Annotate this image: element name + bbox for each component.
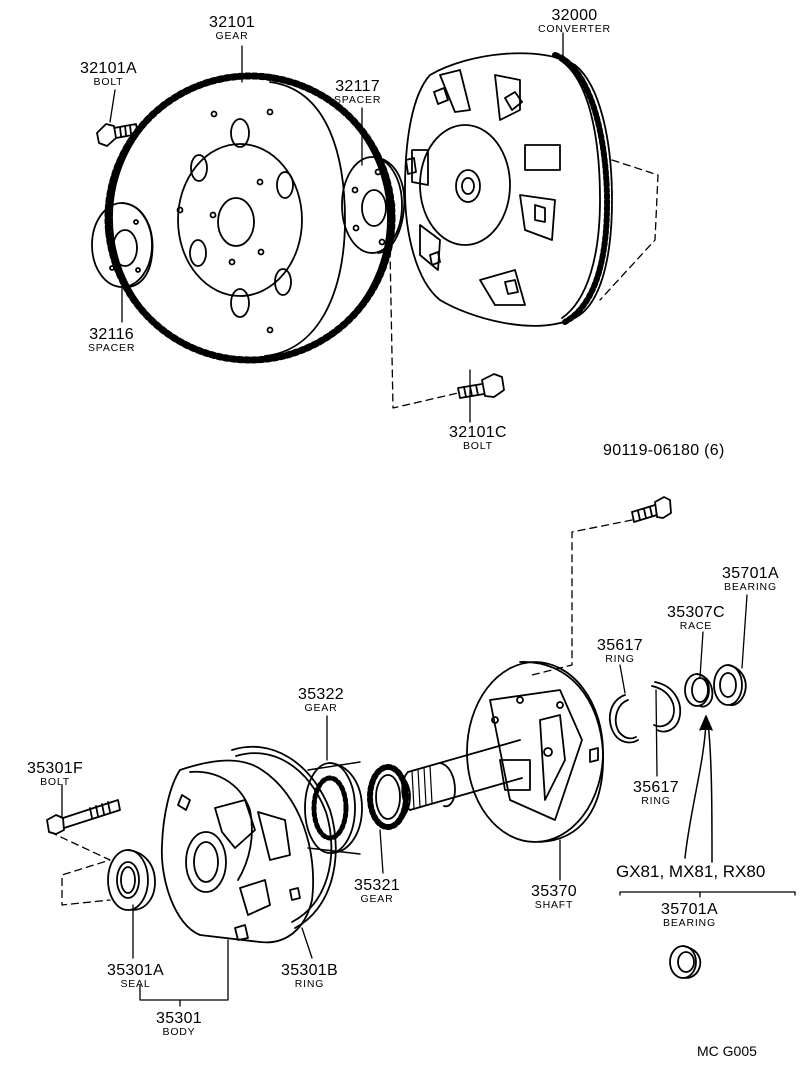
part-number: 35701A bbox=[661, 901, 718, 918]
label-90119-06180: 90119-06180 (6) bbox=[603, 443, 725, 459]
part-name: BODY bbox=[162, 1026, 196, 1038]
part-number: 35301B bbox=[281, 962, 338, 979]
part-number: 32000 bbox=[551, 7, 598, 24]
part-name: RING bbox=[641, 795, 671, 807]
part-name: SEAL bbox=[120, 978, 151, 990]
bolt-35301F bbox=[46, 799, 121, 835]
part-number: 35370 bbox=[531, 883, 577, 900]
dashed-leaders bbox=[49, 159, 659, 906]
part-number: 90119-06180 (6) bbox=[603, 442, 725, 459]
part-name: BOLT bbox=[40, 776, 70, 788]
stator-shaft-35370 bbox=[401, 661, 604, 843]
part-name: GEAR bbox=[304, 702, 338, 714]
part-name: BEARING bbox=[724, 581, 777, 593]
o-ring-35301B bbox=[231, 745, 337, 929]
leader-lines bbox=[61, 32, 796, 1007]
bearing-35701A-alt bbox=[669, 945, 702, 979]
part-name: BEARING bbox=[663, 917, 716, 929]
spacer-32116 bbox=[91, 202, 154, 288]
part-number: 35301A bbox=[107, 962, 164, 979]
part-number: 32116 bbox=[89, 326, 134, 343]
part-name: GEAR bbox=[360, 893, 394, 905]
part-number: 35617 bbox=[633, 779, 679, 796]
bolt-32101A bbox=[96, 123, 139, 147]
part-name: RING bbox=[294, 978, 325, 990]
part-number: 32101C bbox=[449, 424, 507, 441]
bolt-90119-06180 bbox=[631, 496, 672, 523]
applicability-arrows bbox=[684, 715, 713, 863]
spacer-32117 bbox=[341, 156, 406, 254]
part-number: 32117 bbox=[335, 78, 380, 95]
part-name: SPACER bbox=[88, 342, 136, 354]
snap-ring-35617-a bbox=[608, 694, 639, 744]
part-number: 35617 bbox=[597, 637, 643, 654]
part-number: 32101A bbox=[80, 60, 137, 77]
torque-converter-32000 bbox=[404, 52, 613, 327]
part-name: BOLT bbox=[463, 440, 493, 452]
part-name: RING bbox=[605, 653, 635, 665]
part-name: BOLT bbox=[93, 76, 124, 88]
model-applicability-note: GX81, MX81, RX80 bbox=[616, 862, 766, 881]
drive-plate-gear-32101 bbox=[104, 72, 396, 364]
bolt-32101C bbox=[457, 373, 505, 399]
part-name: GEAR bbox=[215, 30, 249, 42]
part-name: RACE bbox=[679, 620, 713, 632]
part-name: SHAFT bbox=[534, 899, 574, 911]
part-number: 35322 bbox=[298, 686, 344, 703]
race-35307C bbox=[684, 673, 714, 708]
driven-gear-35322 bbox=[304, 761, 363, 855]
bearing-35701A bbox=[713, 664, 747, 707]
part-number: 35701A bbox=[722, 565, 779, 582]
seal-35301A bbox=[107, 849, 156, 911]
part-number: 35301F bbox=[27, 760, 84, 777]
part-number: 32101 bbox=[209, 14, 255, 31]
part-name: SPACER bbox=[334, 94, 382, 106]
part-number: 35321 bbox=[354, 877, 400, 894]
part-name: CONVERTER bbox=[538, 23, 611, 35]
part-number: 35307C bbox=[667, 604, 725, 621]
figure-code: MC G005 bbox=[697, 1043, 757, 1059]
part-number: 35301 bbox=[156, 1010, 202, 1027]
drive-gear-35321 bbox=[367, 764, 411, 830]
snap-ring-35617-b bbox=[651, 681, 682, 733]
oil-pump-body-35301 bbox=[160, 759, 314, 944]
